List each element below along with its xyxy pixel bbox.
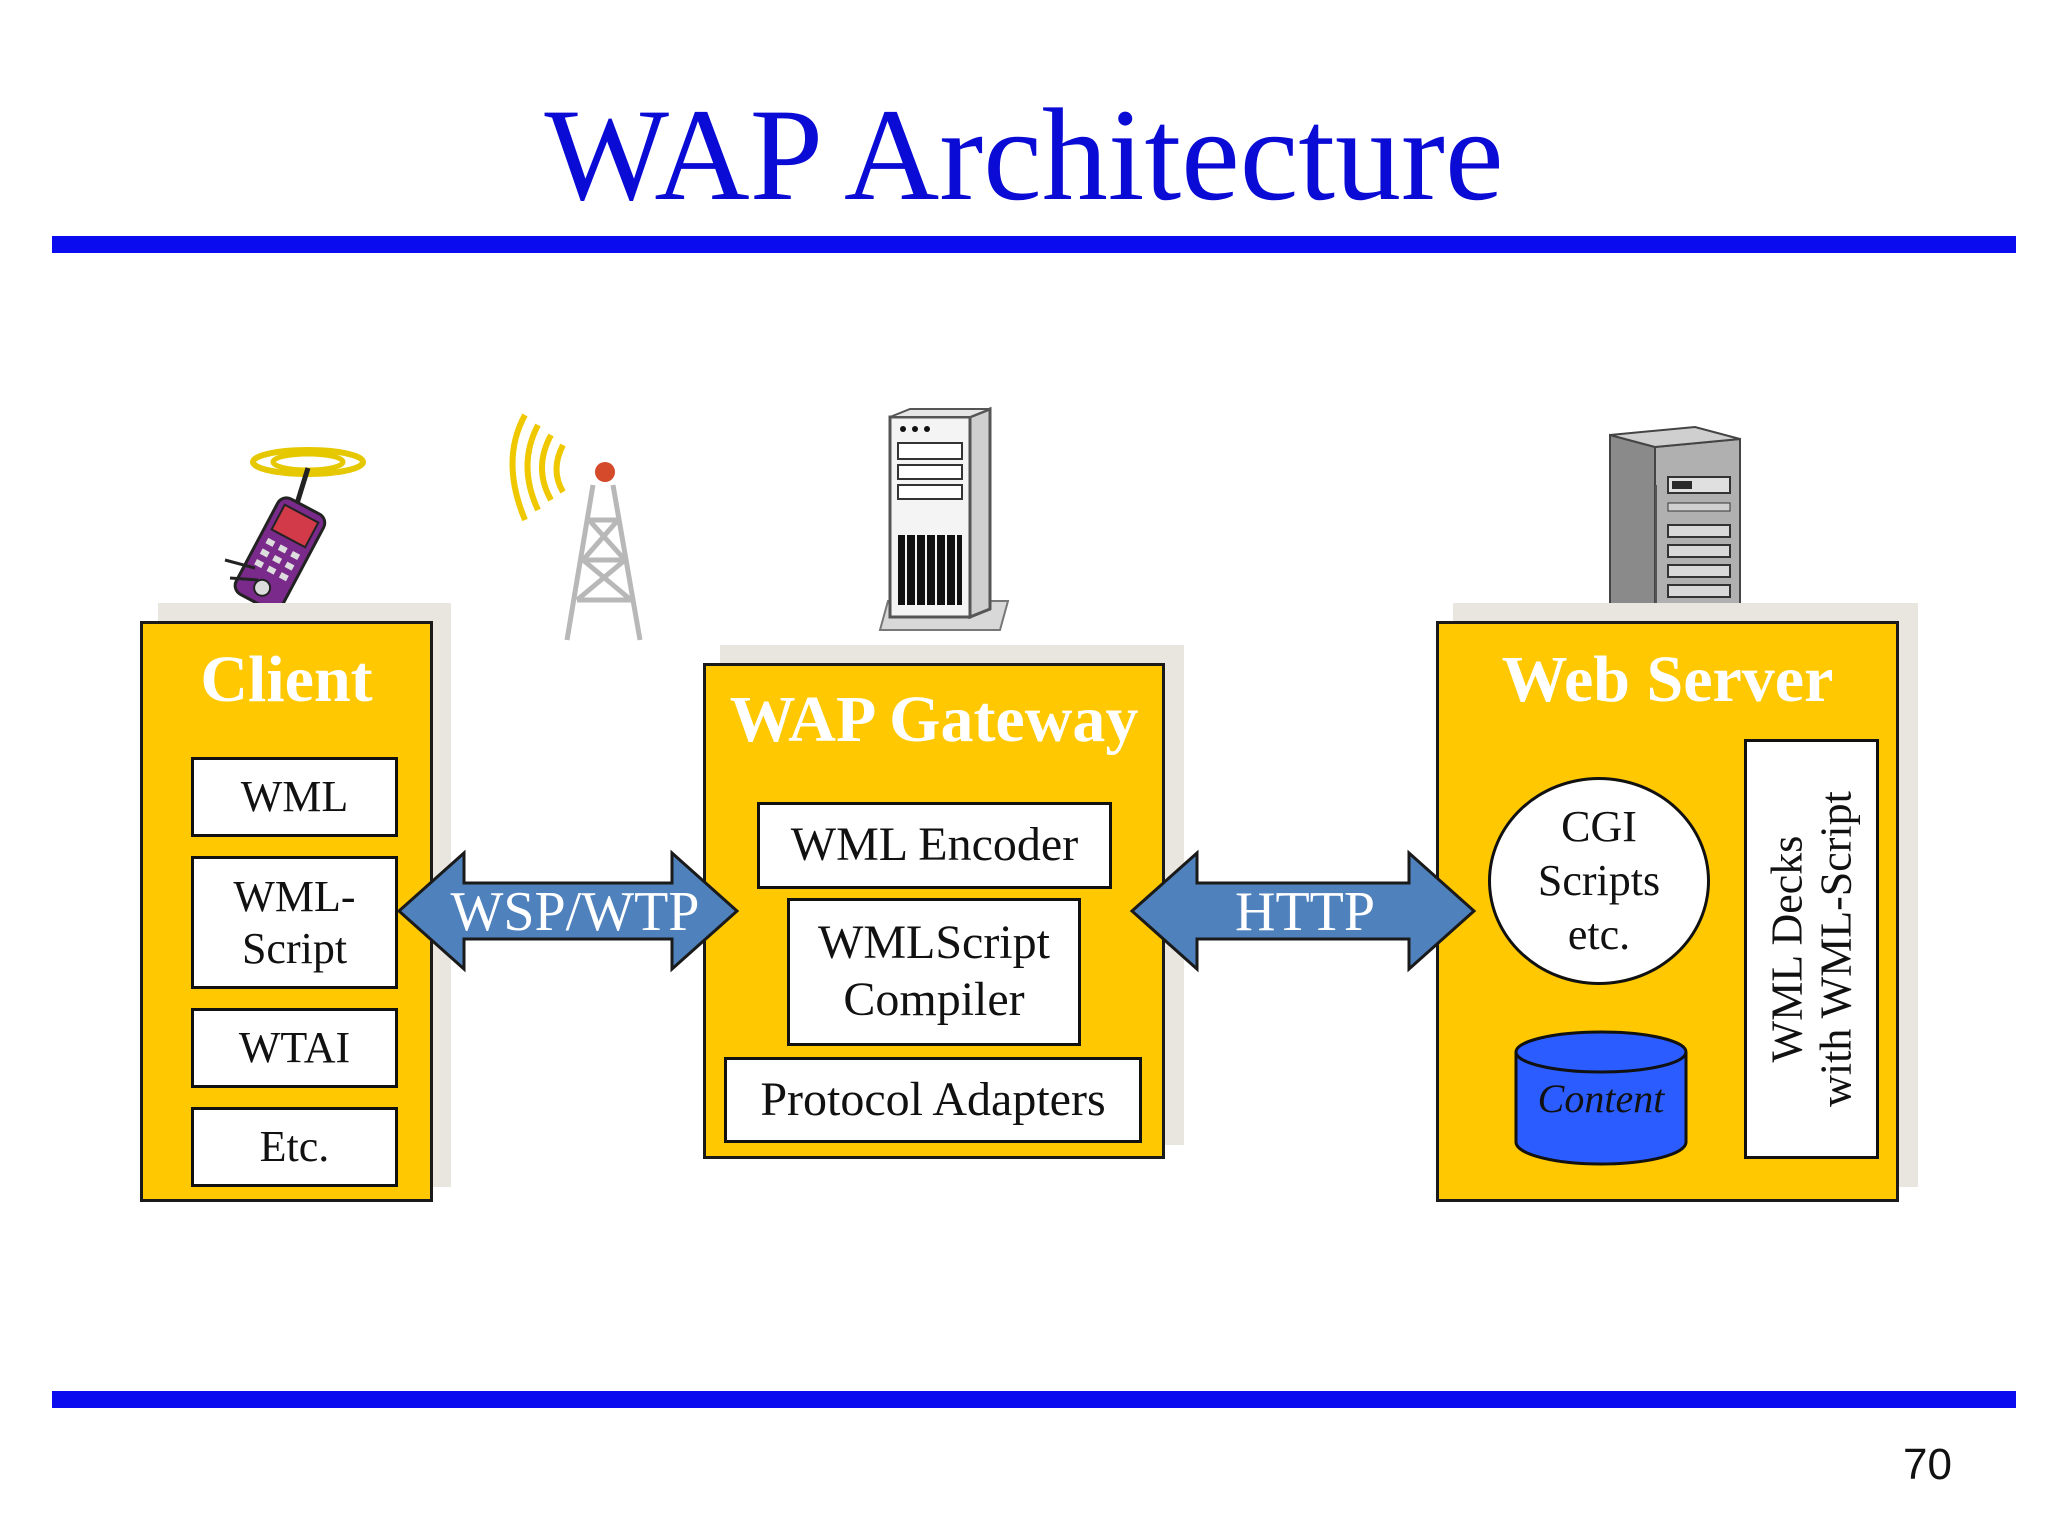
protocol-adapters-box: Protocol Adapters bbox=[724, 1057, 1142, 1143]
wml-encoder-box: WML Encoder bbox=[757, 802, 1112, 889]
web-server-icon bbox=[1609, 425, 1741, 622]
bottom-rule bbox=[52, 1391, 2016, 1408]
wmlscript-compiler-box: WMLScript Compiler bbox=[787, 898, 1081, 1046]
slide-title: WAP Architecture bbox=[544, 81, 1504, 228]
wml-decks-label: WML Decks with WML-Script bbox=[1762, 791, 1861, 1107]
client-title: Client bbox=[200, 643, 373, 716]
page-number: 70 bbox=[1903, 1440, 1952, 1489]
client-item-wml-script: WML- Script bbox=[191, 856, 398, 989]
content-database-icon bbox=[1514, 1030, 1688, 1166]
gateway-server-icon bbox=[878, 406, 1010, 631]
wsp-wtp-label: WSP/WTP bbox=[450, 881, 700, 943]
content-label: Content bbox=[1537, 1076, 1665, 1121]
http-arrow bbox=[1129, 849, 1477, 973]
top-rule bbox=[52, 236, 2016, 253]
client-item-etc: Etc. bbox=[191, 1107, 398, 1187]
wsp-wtp-arrow bbox=[396, 849, 740, 973]
http-label: HTTP bbox=[1235, 881, 1375, 943]
wml-decks-box: WML Decks with WML-Script bbox=[1744, 739, 1879, 1159]
gateway-title: WAP Gateway bbox=[729, 683, 1139, 756]
client-item-wtai: WTAI bbox=[191, 1008, 398, 1088]
client-item-wml: WML bbox=[191, 757, 398, 837]
mobile-phone-icon bbox=[224, 447, 366, 613]
cgi-scripts-circle: CGI Scripts etc. bbox=[1488, 777, 1710, 985]
radio-tower-icon bbox=[509, 413, 643, 641]
web-server-title: Web Server bbox=[1501, 643, 1834, 716]
